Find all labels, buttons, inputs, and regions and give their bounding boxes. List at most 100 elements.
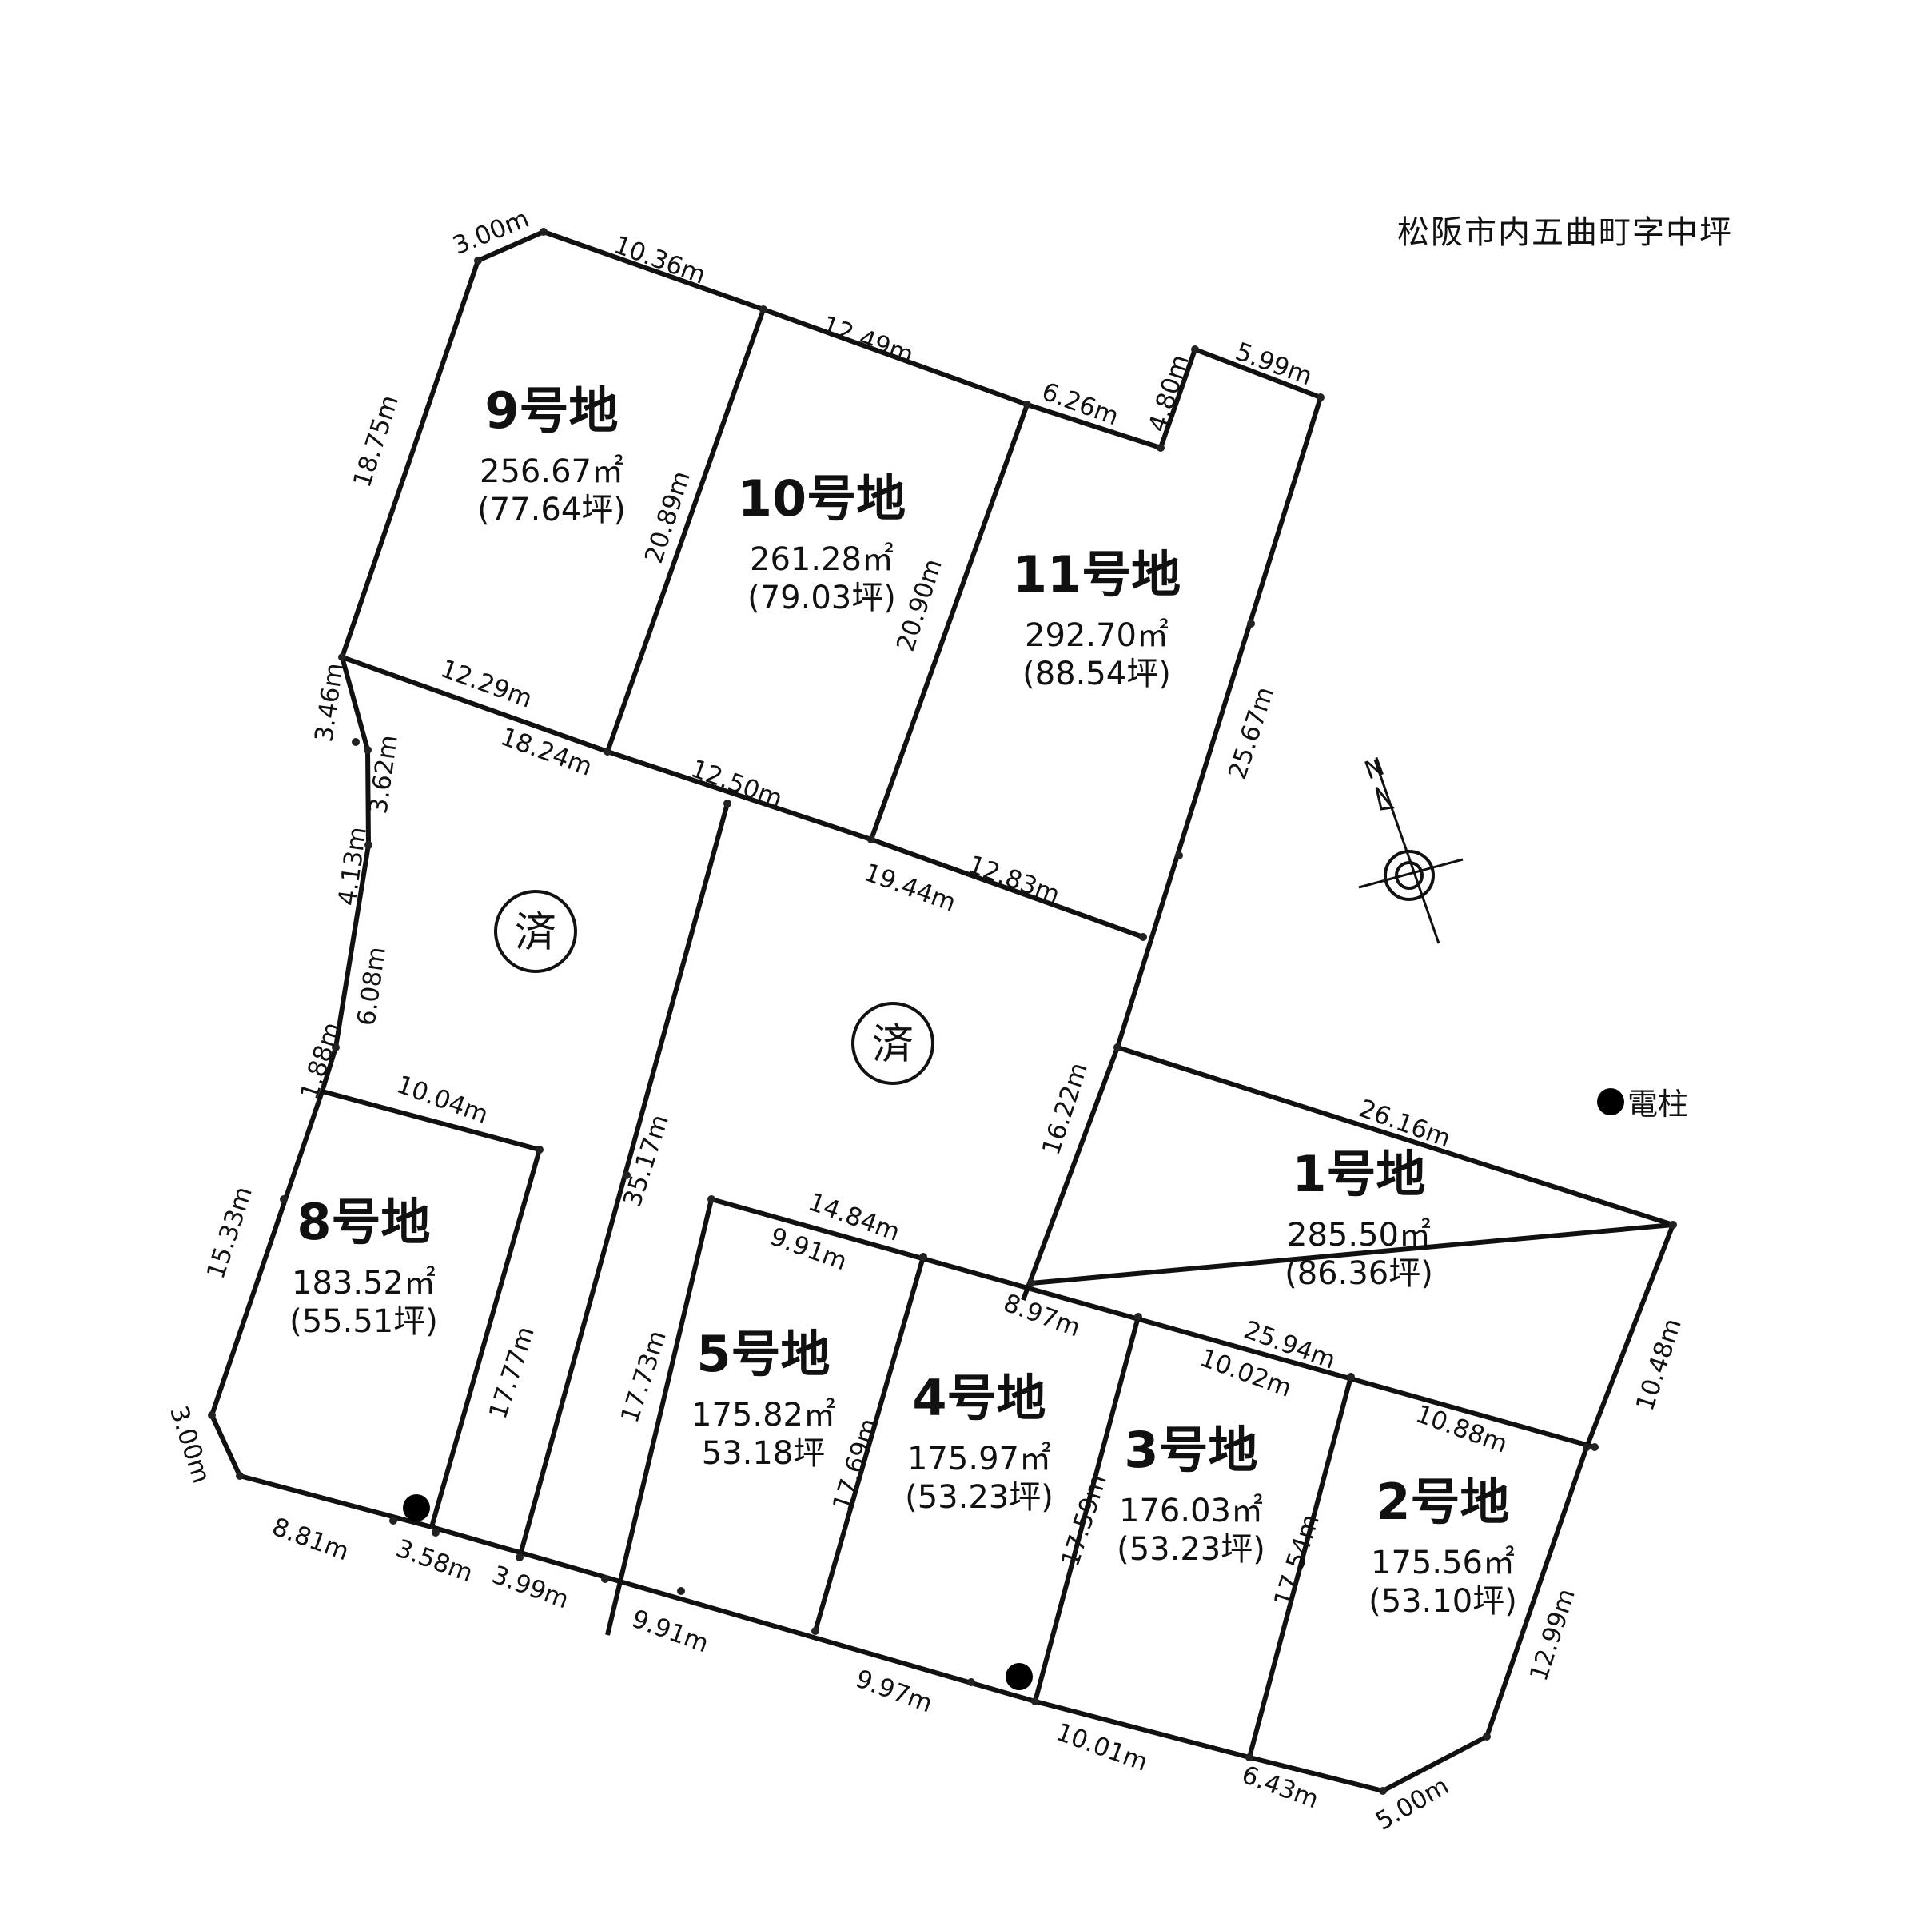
- dimension-label: 18.75m: [348, 392, 404, 491]
- legend-label: 電柱: [1627, 1087, 1689, 1122]
- lot-area: 285.50㎡: [1287, 1217, 1431, 1254]
- dimension-label: 15.33m: [201, 1183, 258, 1282]
- utility-pole-icon: [1006, 1663, 1033, 1690]
- vertex-point: [601, 1575, 609, 1583]
- dimension-label: 12.83m: [964, 850, 1063, 910]
- vertex-point: [1175, 851, 1183, 859]
- lot-label: 8号地: [297, 1193, 430, 1251]
- vertex-point: [677, 1587, 685, 1595]
- boundary-line: [1247, 1376, 1353, 1758]
- vertex-point: [707, 1195, 715, 1203]
- vertex-point: [1191, 345, 1199, 353]
- vertex-point: [364, 841, 372, 849]
- vertex-point: [623, 1171, 631, 1179]
- vertex-point: [1031, 1697, 1039, 1705]
- vertex-point: [1023, 401, 1031, 409]
- vertex-point: [1591, 1443, 1599, 1451]
- dimension-label: 17.69m: [827, 1415, 884, 1514]
- vertex-point: [811, 1627, 819, 1635]
- dimension-label: 3.46m: [309, 661, 349, 744]
- vertex-point: [723, 800, 731, 807]
- utility-pole-icon: [1597, 1087, 1624, 1115]
- dimension-label: 4.80m: [1143, 351, 1195, 436]
- lot-area: 175.56㎡: [1371, 1545, 1515, 1581]
- dimension-label: 17.77m: [484, 1323, 540, 1422]
- utility-pole-legend: 電柱: [1597, 1079, 1688, 1123]
- dimension-label: 6.08m: [352, 945, 391, 1027]
- dimension-label: 12.49m: [818, 310, 917, 370]
- dimension-label: 25.67m: [1223, 684, 1280, 783]
- vertex-point: [516, 1553, 524, 1561]
- dimension-label: 9.97m: [852, 1665, 937, 1719]
- vertex-point: [1583, 1443, 1591, 1451]
- lot-label: 11号地: [1013, 545, 1181, 604]
- dimension-label: 3.62m: [364, 733, 403, 815]
- dimension-label: 17.59m: [1056, 1471, 1113, 1570]
- vertex-point: [389, 1517, 397, 1525]
- vertex-point: [1113, 1043, 1121, 1051]
- lot-area: 292.70㎡: [1025, 617, 1169, 654]
- lot-label: 9号地: [484, 381, 618, 440]
- dimension-label: 9.91m: [767, 1222, 851, 1277]
- vertex-point: [604, 748, 611, 756]
- vertex-point: [352, 738, 360, 746]
- lot-tsubo: (86.36坪): [1285, 1255, 1433, 1292]
- boundary-line: [605, 309, 766, 752]
- dimension-label: 5.00m: [1371, 1772, 1454, 1836]
- vertex-point: [474, 257, 482, 265]
- lot-tsubo: (53.10坪): [1368, 1583, 1517, 1620]
- lot-label: 2号地: [1376, 1473, 1509, 1531]
- lot-label: 3号地: [1124, 1421, 1257, 1479]
- dimension-label: 9.91m: [628, 1605, 713, 1659]
- sold-mark: 済: [515, 909, 556, 957]
- dimension-label: 12.29m: [436, 654, 536, 714]
- dimension-label: 16.22m: [1037, 1059, 1093, 1158]
- boundary-line: [431, 1525, 1384, 1793]
- boundary-line: [1033, 1316, 1141, 1702]
- dimension-label: 10.04m: [392, 1070, 492, 1130]
- vertex-point: [867, 835, 875, 843]
- vertex-point: [1134, 1313, 1142, 1321]
- vertex-point: [919, 1253, 927, 1261]
- dimension-label: 3.99m: [488, 1561, 573, 1615]
- dimension-label: 10.36m: [610, 230, 709, 290]
- dimension-label: 17.73m: [615, 1327, 672, 1426]
- vertex-point: [338, 653, 346, 661]
- location-title: 松阪市内五曲町字中坪: [1397, 214, 1733, 251]
- lot-area: 256.67㎡: [480, 453, 623, 490]
- boundary-line: [1030, 1222, 1674, 1286]
- lot-label: 10号地: [738, 469, 906, 528]
- vertex-point: [536, 1146, 544, 1154]
- dimension-label: 20.90m: [891, 556, 948, 655]
- lot-tsubo: (77.64坪): [477, 492, 626, 528]
- dimension-label: 4.13m: [333, 825, 372, 907]
- vertex-point: [1247, 620, 1255, 628]
- svg-text:N: N: [1360, 752, 1388, 786]
- lot-tsubo: (88.54坪): [1022, 656, 1171, 692]
- dimension-label: 1.88m: [295, 1019, 347, 1103]
- vertex-point: [236, 1472, 244, 1480]
- vertex-point: [280, 1195, 288, 1203]
- north-arrow-icon: N: [1358, 752, 1464, 944]
- dimension-label: 35.17m: [618, 1111, 675, 1210]
- dimension-label: 6.43m: [1238, 1761, 1323, 1815]
- sold-mark-circle: [851, 1002, 934, 1085]
- vertex-point: [1245, 1753, 1253, 1761]
- dimension-label: 17.54m: [1269, 1511, 1325, 1610]
- vertex-point: [208, 1411, 216, 1419]
- dimension-label: 5.99m: [1232, 337, 1317, 392]
- lot-area: 176.03㎡: [1119, 1493, 1263, 1529]
- vertex-point: [1157, 444, 1165, 452]
- boundary-line: [341, 655, 1145, 939]
- lot-tsubo: (53.23坪): [1117, 1531, 1265, 1568]
- lot-tsubo: (53.23坪): [905, 1479, 1054, 1516]
- sold-mark: 済: [872, 1021, 914, 1069]
- vertex-point: [540, 228, 548, 236]
- vertex-point: [1317, 393, 1325, 401]
- boundary-line: [869, 403, 1030, 841]
- lot-label: 5号地: [696, 1325, 830, 1383]
- utility-pole-icon: [403, 1494, 430, 1521]
- boundary-line: [813, 1256, 926, 1632]
- dimension-label: 10.48m: [1631, 1315, 1687, 1414]
- lot-tsubo: 53.18坪: [702, 1435, 826, 1472]
